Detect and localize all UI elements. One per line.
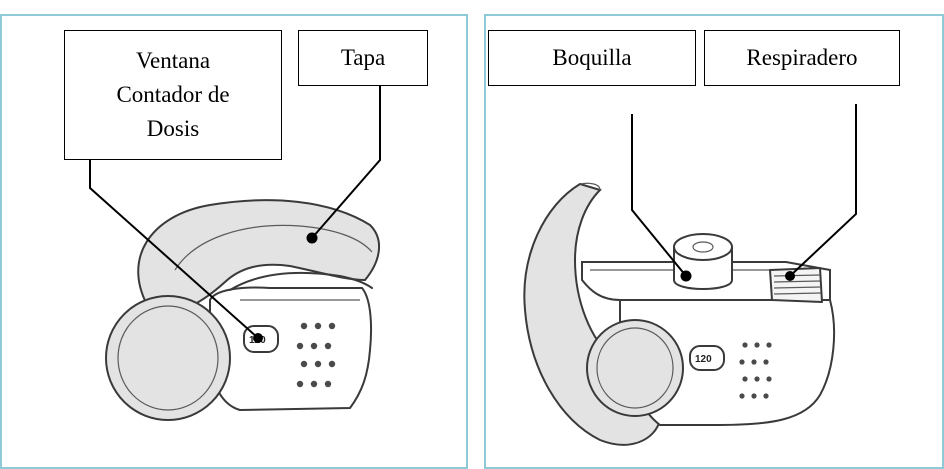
label-dose-counter-window: Ventana Contador de Dosis (64, 30, 282, 160)
inhaler-body (209, 286, 373, 412)
label-vent: Respiradero (704, 30, 900, 86)
closed-inhaler: 120 (89, 86, 381, 421)
open-vent-dots (739, 342, 772, 399)
leader-ventana-dot (253, 333, 263, 343)
thumb-grip (105, 295, 231, 421)
vent-grille (769, 267, 823, 303)
label-mouthpiece: Boquilla (488, 30, 696, 86)
open-dose-counter-window (689, 345, 725, 371)
leader-respiradero-dot (785, 271, 795, 281)
label-ventana-line3: Dosis (146, 116, 200, 141)
open-dose-counter-value: 120 (695, 354, 712, 365)
leader-ventana (89, 160, 259, 339)
open-thumb-grip (586, 319, 684, 417)
leader-boquilla-dot (680, 270, 692, 282)
leader-respiradero (789, 104, 857, 277)
leader-tapa-dot (306, 232, 318, 244)
leader-tapa (311, 86, 381, 239)
leader-boquilla (631, 114, 687, 277)
label-cap: Tapa (298, 30, 428, 86)
vent-dots (296, 322, 336, 388)
open-inhaler: 120 (523, 104, 857, 446)
label-ventana-line1: Ventana (135, 48, 211, 73)
label-ventana-line2: Contador de (116, 82, 230, 107)
